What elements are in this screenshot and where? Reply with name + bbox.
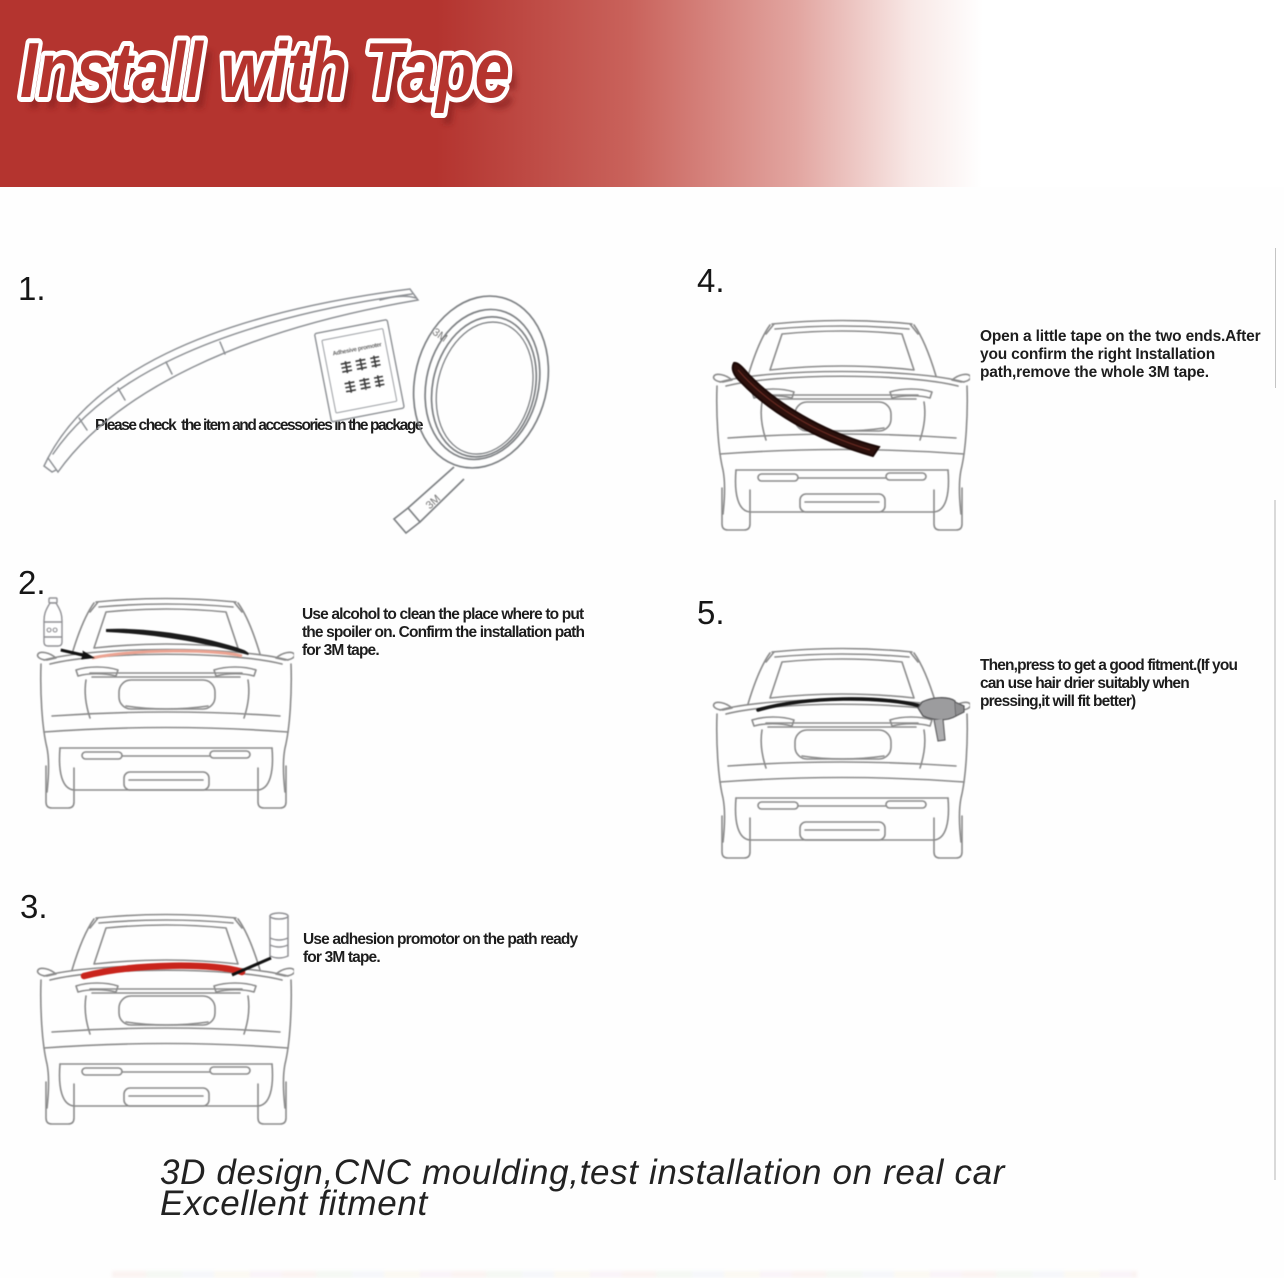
svg-text:Install with Tape: Install with Tape <box>20 26 510 114</box>
svg-text:Install with Tape: Install with Tape <box>28 37 518 125</box>
svg-text:3M: 3M <box>424 493 443 512</box>
svg-text:Install with Tape: Install with Tape <box>20 26 510 114</box>
